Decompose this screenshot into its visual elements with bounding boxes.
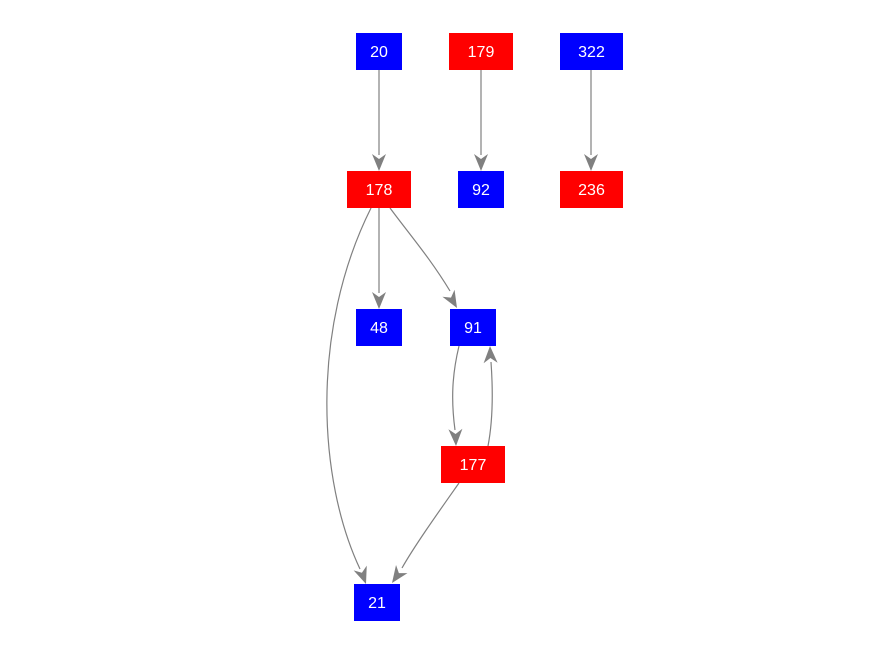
node-box <box>441 446 505 483</box>
node-92[interactable]: 92 <box>458 171 504 208</box>
node-box <box>354 584 400 621</box>
node-label: 21 <box>368 595 386 612</box>
arrowhead-icon <box>372 292 386 309</box>
node-box <box>450 309 496 346</box>
node-box <box>356 33 402 70</box>
edge-line <box>401 482 460 569</box>
edge-322-to-236 <box>584 70 598 171</box>
edge-line <box>326 207 372 570</box>
edge-177-to-21 <box>392 482 460 583</box>
node-91[interactable]: 91 <box>450 309 496 346</box>
node-label: 48 <box>370 320 388 337</box>
node-label: 179 <box>468 44 495 61</box>
node-label: 91 <box>464 320 482 337</box>
edge-line <box>487 361 493 447</box>
node-box <box>560 171 623 208</box>
node-48[interactable]: 48 <box>356 309 402 346</box>
arrowhead-icon <box>474 154 488 171</box>
edge-178-to-91 <box>389 207 457 308</box>
nodes: 20 179 322 178 92 236 48 91 177 21 <box>347 33 623 621</box>
node-177[interactable]: 177 <box>441 446 505 483</box>
arrowhead-icon <box>483 346 498 364</box>
node-21[interactable]: 21 <box>354 584 400 621</box>
node-label: 20 <box>370 44 388 61</box>
arrowhead-icon <box>353 565 367 584</box>
arrowhead-icon <box>442 289 457 308</box>
node-box <box>560 33 623 70</box>
edge-20-to-178 <box>372 70 386 171</box>
arrowhead-icon <box>584 154 598 171</box>
arrowhead-icon <box>392 565 408 583</box>
node-box <box>347 171 411 208</box>
arrowhead-icon <box>372 154 386 171</box>
node-label: 92 <box>472 182 490 199</box>
edge-91-to-177 <box>448 345 463 446</box>
edge-178-to-21 <box>326 207 372 584</box>
edge-line <box>452 345 460 431</box>
node-322[interactable]: 322 <box>560 33 623 70</box>
edge-178-to-48 <box>372 208 386 309</box>
node-box <box>449 33 513 70</box>
node-179[interactable]: 179 <box>449 33 513 70</box>
node-box <box>356 309 402 346</box>
node-178[interactable]: 178 <box>347 171 411 208</box>
node-box <box>458 171 504 208</box>
arrowhead-icon <box>448 428 463 446</box>
node-label: 236 <box>578 182 605 199</box>
node-236[interactable]: 236 <box>560 171 623 208</box>
node-label: 177 <box>460 457 487 474</box>
edge-179-to-92 <box>474 70 488 171</box>
node-label: 178 <box>366 182 393 199</box>
edge-177-to-91 <box>483 346 498 447</box>
node-20[interactable]: 20 <box>356 33 402 70</box>
node-label: 322 <box>578 44 605 61</box>
edges <box>326 70 598 584</box>
edge-line <box>389 207 451 292</box>
